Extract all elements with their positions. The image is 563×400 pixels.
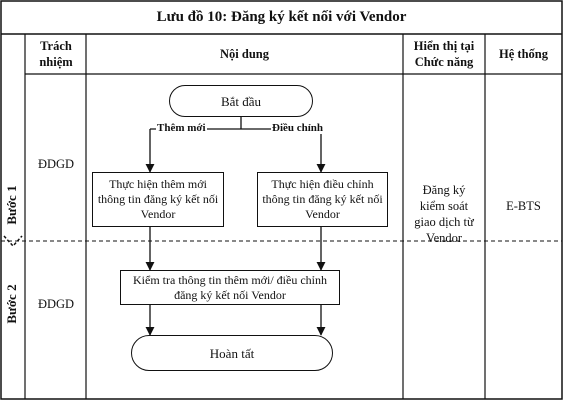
check-process-box: Kiểm tra thông tin thêm mới/ điều chỉnh … [120, 270, 340, 305]
end-terminal: Hoàn tất [131, 335, 333, 371]
display-at-function-value: Đăng ký kiểm soát giao dịch từ Vendor [414, 183, 474, 245]
branch-add-label: Thêm mới [156, 122, 207, 134]
start-terminal: Bắt đầu [169, 85, 313, 117]
edit-process-box: Thực hiện điều chỉnh thông tin đăng ký k… [257, 172, 388, 227]
add-process-box: Thực hiện thêm mới thông tin đăng ký kết… [92, 172, 224, 227]
header-responsibility: Trách nhiệm [39, 39, 73, 69]
diagram-title: Lưu đồ 10: Đăng ký kết nối với Vendor [156, 9, 407, 25]
branch-edit-label: Điều chỉnh [271, 122, 325, 134]
step-2-label: Bước 2 [4, 284, 19, 324]
header-display-at-function: Hiển thị tại Chức năng [413, 39, 475, 69]
header-system: Hệ thống [499, 47, 548, 61]
step-1-responsibility: ĐDGD [37, 157, 75, 171]
system-value: E-BTS [506, 199, 541, 213]
step-2-responsibility: ĐDGD [37, 297, 75, 311]
step-1-label: Bước 1 [4, 185, 19, 225]
header-content: Nội dung [220, 47, 269, 61]
